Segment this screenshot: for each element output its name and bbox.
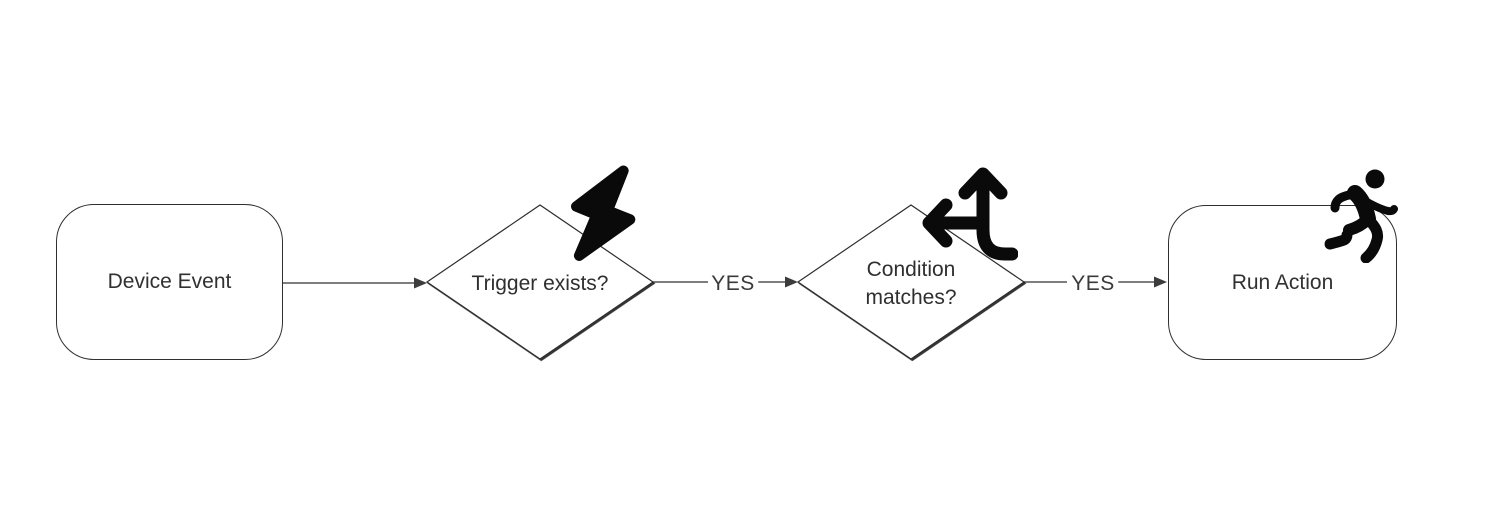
node-trigger-exists-label: Trigger exists? <box>471 272 609 295</box>
branch-arrows-icon <box>922 167 1018 261</box>
node-condition-matches-label: Condition matches? <box>865 258 957 309</box>
node-device-event-label: Device Event <box>107 270 232 293</box>
arrowhead-icon <box>414 277 427 289</box>
node-run-action-label: Run Action <box>1231 270 1334 294</box>
edge-label-yes-2: YES <box>1068 272 1118 296</box>
node-device-event: Device Event <box>56 204 283 360</box>
edge-condition-to-run-action <box>1024 276 1167 288</box>
edge-trigger-to-condition <box>653 276 798 288</box>
edge-label-yes-1: YES <box>708 272 758 296</box>
edge-device-event-to-trigger <box>283 277 427 289</box>
arrowhead-icon <box>1154 276 1167 288</box>
lightning-bolt-icon <box>570 165 636 261</box>
running-person-icon <box>1324 169 1398 263</box>
arrowhead-icon <box>785 276 798 288</box>
node-condition-matches <box>796 204 1026 360</box>
